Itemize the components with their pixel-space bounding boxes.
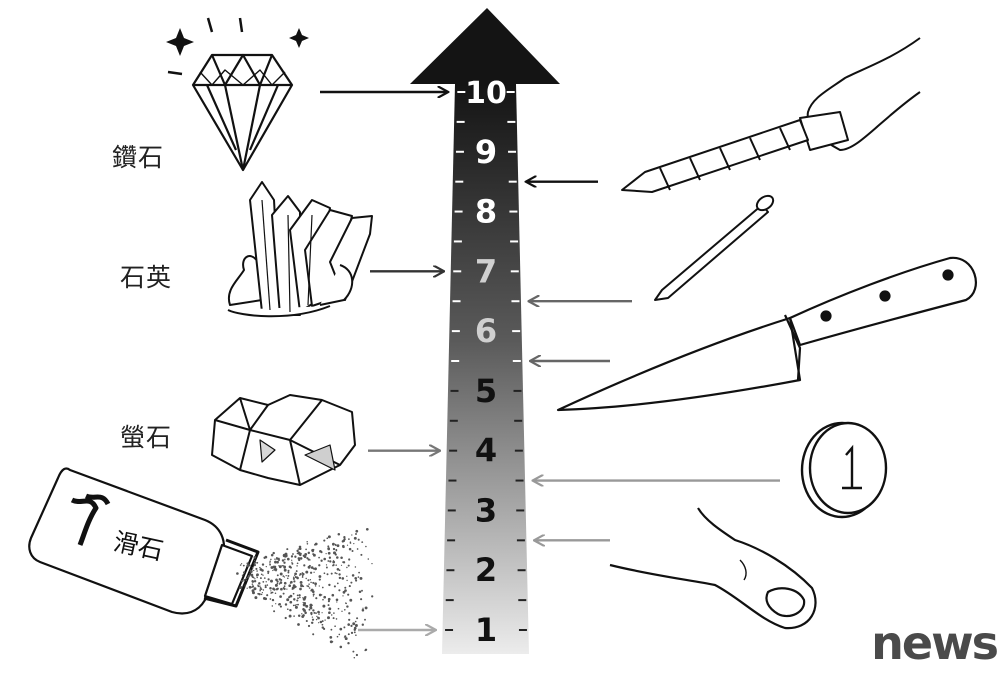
talc-powder-bottle-icon [28, 467, 260, 615]
steel-nail-icon [654, 194, 775, 301]
scale-level-6: 6 [475, 312, 497, 350]
scale-level-8: 8 [475, 193, 497, 231]
scale-level-2: 2 [475, 551, 497, 589]
mineral-pointers [320, 92, 447, 630]
fingernail-icon [609, 507, 817, 630]
scale-level-10: 10 [465, 76, 507, 111]
scale-arrow-shaft [442, 84, 529, 654]
diamond-icon [191, 53, 294, 172]
scale-level-4: 4 [475, 432, 497, 470]
quartz-crystal-icon [227, 181, 373, 318]
scale-arrow-head [410, 8, 560, 84]
drill-bit-icon [621, 37, 921, 193]
mineral-label-fluorite: 螢石 [120, 423, 173, 452]
kitchen-knife-icon [556, 256, 977, 412]
sparkle-icon [166, 17, 309, 76]
scale-level-3: 3 [475, 491, 497, 529]
scale-arrow [410, 8, 560, 654]
powder-spray [236, 527, 374, 659]
scale-level-1: 1 [475, 611, 497, 649]
mineral-label-diamond: 鑽石 [112, 143, 165, 172]
scale-level-5: 5 [475, 372, 497, 410]
scale-level-9: 9 [475, 133, 497, 171]
scale-ticks [445, 91, 527, 631]
scale-level-7: 7 [475, 252, 497, 290]
scale-level-labels: 1 2 3 4 5 6 7 8 9 10 [465, 76, 507, 649]
mineral-label-quartz: 石英 [120, 263, 173, 292]
reference-pointers [527, 182, 780, 541]
fluorite-rock-icon [211, 394, 356, 486]
brand-logo: news [871, 616, 999, 670]
coin-icon [800, 421, 888, 519]
